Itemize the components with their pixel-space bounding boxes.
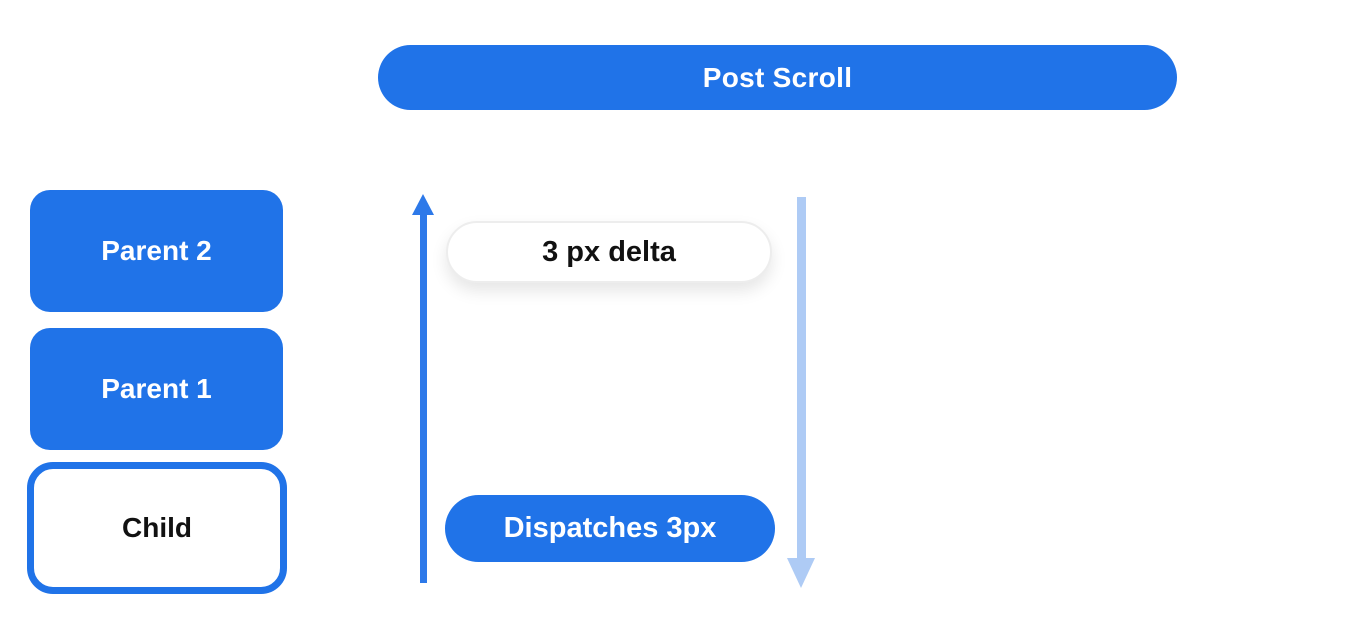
parent1-box-label: Parent 1 xyxy=(101,373,212,404)
dispatch-pill: Dispatches 3px xyxy=(445,495,775,562)
down-arrow-head xyxy=(787,558,815,588)
child-box-label: Child xyxy=(122,512,192,543)
delta-pill-label: 3 px delta xyxy=(542,235,676,268)
up-arrow-line xyxy=(420,211,427,583)
dispatch-pill-label: Dispatches 3px xyxy=(503,512,717,544)
parent2-box: Parent 2 xyxy=(30,190,283,312)
delta-pill: 3 px delta xyxy=(446,221,772,283)
post-scroll-banner-label: Post Scroll xyxy=(702,61,853,93)
parent2-box-label: Parent 2 xyxy=(101,235,212,266)
up-arrow-head xyxy=(412,194,434,215)
post-scroll-banner: Post Scroll xyxy=(378,45,1177,110)
child-box: Child xyxy=(27,462,287,594)
parent1-box: Parent 1 xyxy=(30,328,283,450)
down-arrow-line xyxy=(797,197,806,560)
